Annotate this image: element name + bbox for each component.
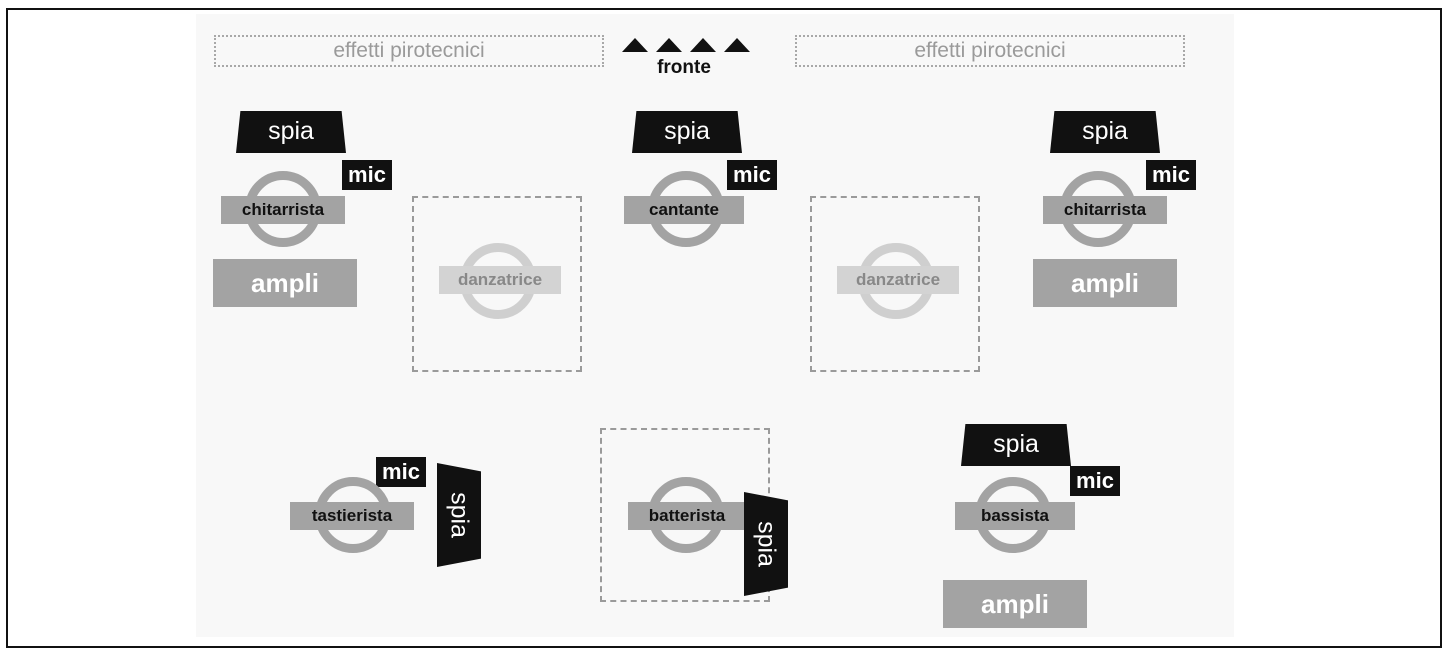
performer-keyboard: tastierista bbox=[290, 502, 414, 530]
performer-singer: cantante bbox=[624, 196, 744, 224]
monitor-drums-label: spia bbox=[752, 521, 781, 567]
monitor-bass: spia bbox=[961, 424, 1071, 466]
mic-guitar-left: mic bbox=[342, 160, 392, 190]
front-arrow-icon bbox=[690, 38, 716, 52]
monitor-singer: spia bbox=[632, 111, 742, 153]
amp-guitar-left: ampli bbox=[213, 259, 357, 307]
monitor-guitar-right: spia bbox=[1050, 111, 1160, 153]
dancer-area-right bbox=[810, 196, 980, 372]
front-arrow-icon bbox=[724, 38, 750, 52]
pyro-zone-right: effetti pirotecnici bbox=[795, 35, 1185, 67]
front-label: fronte bbox=[657, 57, 711, 78]
amp-guitar-right: ampli bbox=[1033, 259, 1177, 307]
monitor-guitar-left: spia bbox=[236, 111, 346, 153]
monitor-keyboard: spia bbox=[437, 463, 481, 567]
performer-dancer-right: danzatrice bbox=[837, 266, 959, 294]
front-arrow-icon bbox=[622, 38, 648, 52]
mic-guitar-right: mic bbox=[1146, 160, 1196, 190]
monitor-keyboard-label: spia bbox=[445, 492, 474, 538]
monitor-drums: spia bbox=[744, 492, 788, 596]
dancer-area-left bbox=[412, 196, 582, 372]
mic-singer: mic bbox=[727, 160, 777, 190]
mic-bass: mic bbox=[1070, 466, 1120, 496]
performer-guitar-left: chitarrista bbox=[221, 196, 345, 224]
front-arrow-icon bbox=[656, 38, 682, 52]
mic-keyboard: mic bbox=[376, 457, 426, 487]
performer-drums: batterista bbox=[628, 502, 746, 530]
performer-guitar-right: chitarrista bbox=[1043, 196, 1167, 224]
pyro-zone-left: effetti pirotecnici bbox=[214, 35, 604, 67]
performer-bass: bassista bbox=[955, 502, 1075, 530]
amp-bass: ampli bbox=[943, 580, 1087, 628]
performer-dancer-left: danzatrice bbox=[439, 266, 561, 294]
